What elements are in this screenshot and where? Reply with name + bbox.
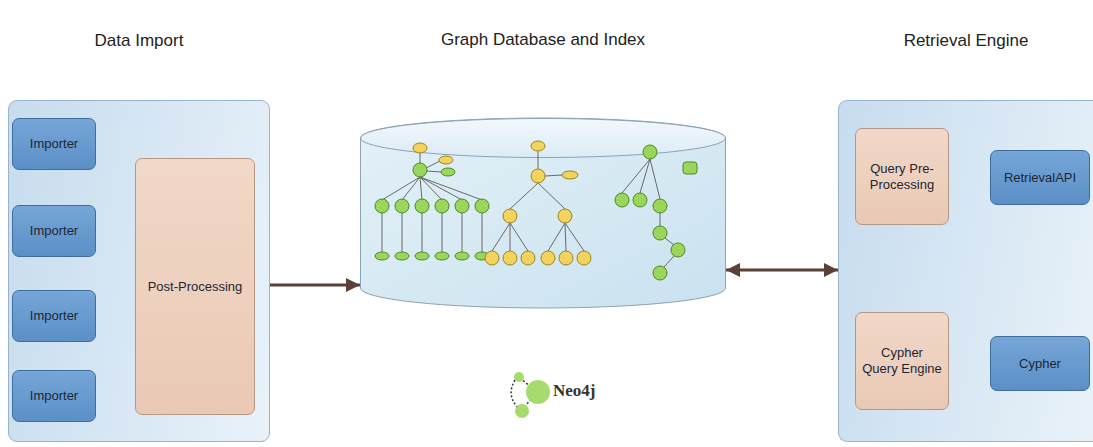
cylinder-body <box>361 118 726 308</box>
box-label: Query Pre-Processing <box>862 161 942 192</box>
importer-box: Importer <box>12 205 96 257</box>
box-label: Importer <box>30 388 78 404</box>
graph-illustration <box>360 118 726 308</box>
box-label: Cypher <box>1019 356 1061 372</box>
graph-nodes-green <box>375 145 697 280</box>
logo-node <box>526 380 550 404</box>
cylinder-top <box>361 119 726 158</box>
box-label: RetrievalAPI <box>1004 170 1076 186</box>
process-box: Post-Processing <box>135 158 255 415</box>
box-label: Importer <box>30 223 78 239</box>
flow-arrow <box>726 269 838 272</box>
logo-node <box>514 372 524 382</box>
importer-box: Importer <box>12 370 96 422</box>
box-label: Post-Processing <box>148 279 243 295</box>
import-panel: Data ImportImporterImporterImporterImpor… <box>8 100 270 442</box>
process-box: Query Pre-Processing <box>855 128 949 225</box>
api-box: Cypher <box>990 336 1090 391</box>
box-label: Cypher Query Engine <box>862 345 942 376</box>
box-label: Importer <box>30 136 78 152</box>
section-heading: Data Import <box>9 29 269 53</box>
section-heading: Graph Database and Index <box>360 28 726 52</box>
process-box: Cypher Query Engine <box>855 312 949 410</box>
importer-box: Importer <box>12 290 96 342</box>
logo-node <box>515 404 529 418</box>
api-box: RetrievalAPI <box>990 150 1090 205</box>
flow-arrow <box>270 284 360 287</box>
brand-label: Neo4j <box>553 381 595 401</box>
importer-box: Importer <box>12 118 96 170</box>
database-cylinder: Graph Database and Index <box>360 118 726 308</box>
logo-graph <box>511 372 550 418</box>
section-heading: Retrieval Engine <box>839 29 1093 53</box>
retrieval-panel: Retrieval EngineQuery Pre-ProcessingRetr… <box>838 100 1093 442</box>
box-label: Importer <box>30 308 78 324</box>
graph-nodes-yellow <box>413 141 591 265</box>
graph-edges <box>382 151 674 267</box>
